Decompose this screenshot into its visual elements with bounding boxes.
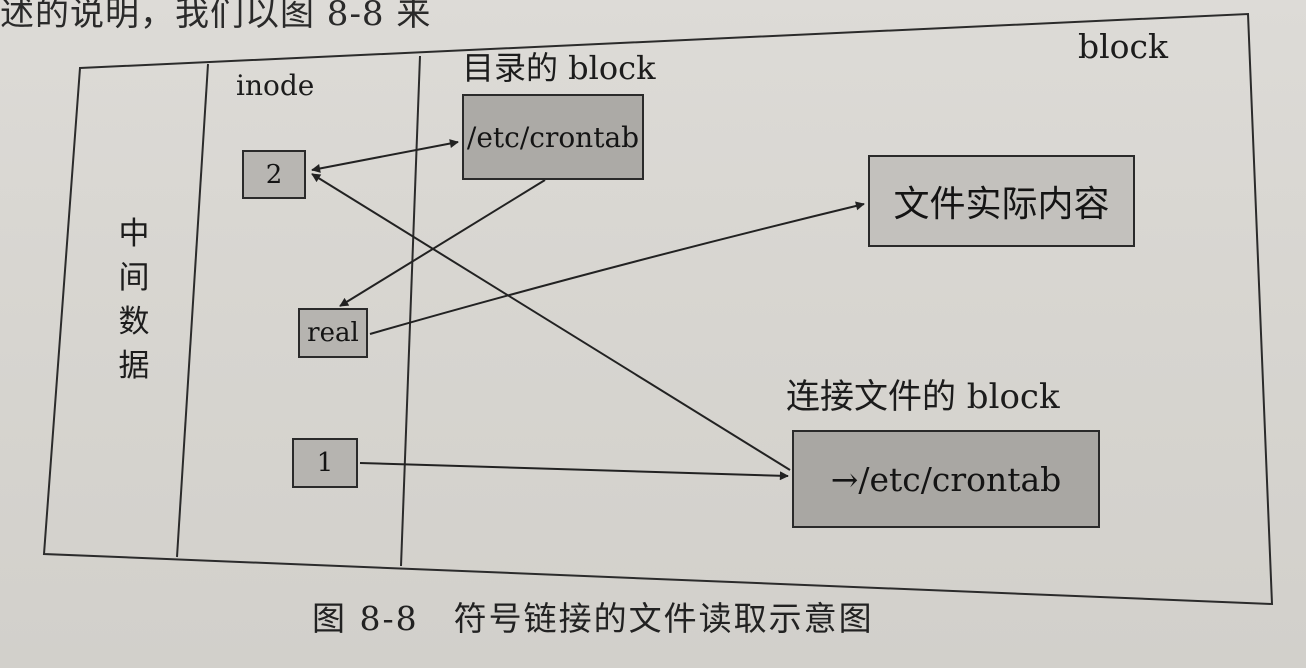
arrow-real-content [369, 201, 865, 335]
inode-1-box: 1 [292, 438, 358, 488]
directory-block-entry: /etc/crontab [466, 120, 640, 154]
outer-frame [42, 12, 1274, 606]
divider-inode [400, 55, 421, 567]
middle-data-label: 中间数据 [118, 216, 150, 384]
link-block-title: 连接文件的 block [786, 377, 1060, 417]
inode-1-label: 1 [316, 448, 334, 478]
divider-middle-data [176, 63, 209, 558]
arrow-dirblock-real [339, 179, 546, 307]
previous-text-line: 述的说明，我们以图 8-8 来 [0, 0, 432, 34]
directory-block: /etc/crontab [462, 94, 644, 180]
inode-real-label: real [307, 318, 359, 348]
link-block-entry: →/etc/crontab [830, 459, 1062, 499]
link-block: →/etc/crontab [792, 430, 1100, 528]
arrow-linkblock-inode2 [311, 173, 791, 471]
outer-block-label: block [1078, 27, 1169, 66]
arrow-inode2-dirblock [311, 139, 459, 173]
file-content-label: 文件实际内容 [893, 184, 1110, 225]
figure-caption: 图 8-8 符号链接的文件读取示意图 [312, 599, 874, 638]
arrow-inode1-linkblock [359, 462, 789, 481]
file-content-block: 文件实际内容 [868, 155, 1135, 247]
inode-real-box: real [298, 308, 368, 358]
directory-block-title: 目录的 block [462, 49, 656, 87]
inode-2-label: 2 [265, 159, 283, 190]
inode-column-label: inode [236, 69, 315, 102]
inode-2-box: 2 [242, 150, 306, 199]
